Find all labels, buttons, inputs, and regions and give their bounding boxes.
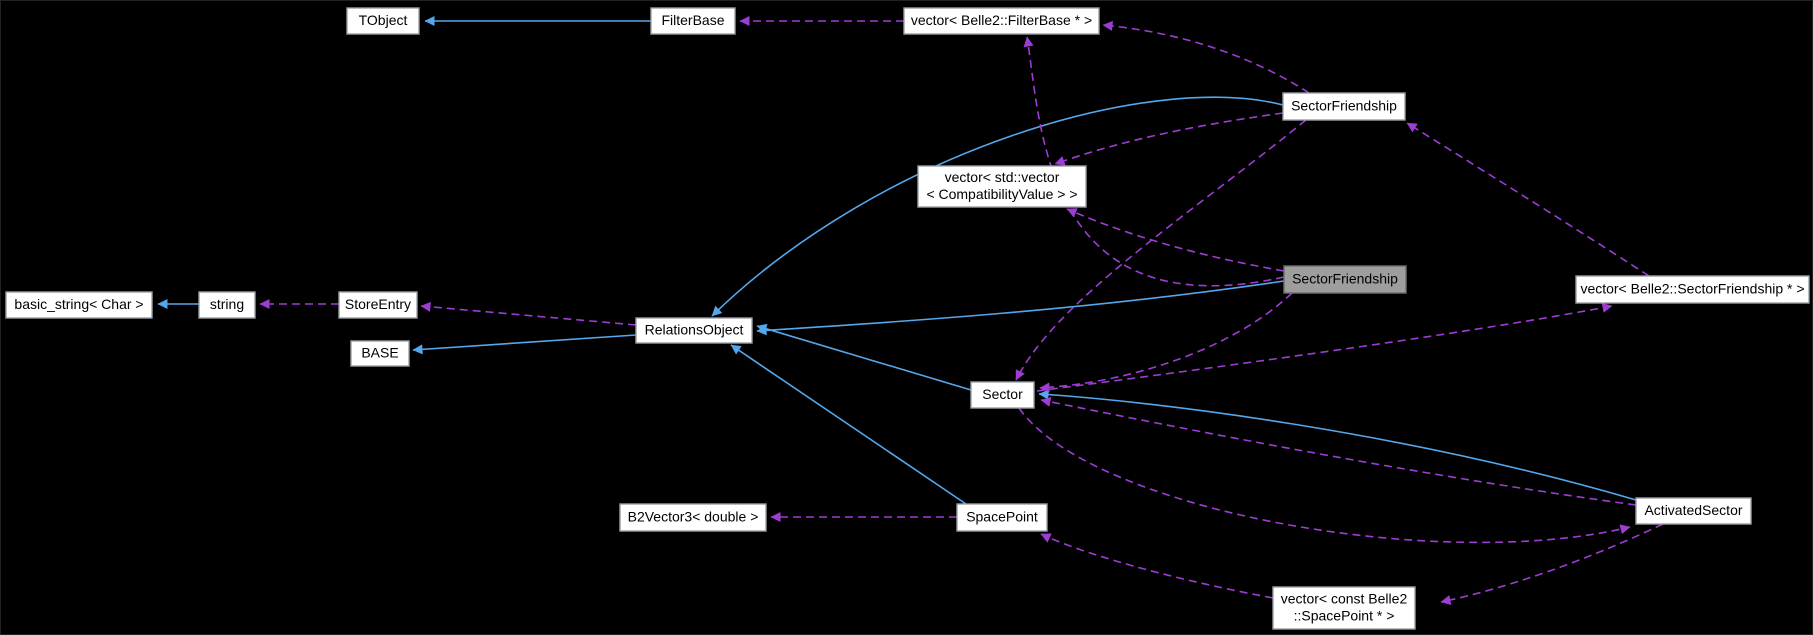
node-box-vec-compatibilityvalue[interactable] — [917, 165, 1087, 208]
node-box-base[interactable] — [350, 340, 410, 367]
node-box-vec-sectorfriendship[interactable] — [1575, 275, 1810, 304]
edge-activatedsector-to-sector — [1038, 389, 1637, 501]
node-sector[interactable]: Sector — [970, 381, 1035, 409]
node-storeentry[interactable]: StoreEntry — [338, 291, 418, 319]
edge-sectorfriendship-main-to-sector — [1039, 292, 1293, 393]
node-vec-filterbase[interactable]: vector< Belle2::FilterBase * > — [903, 7, 1100, 35]
edge-sector-to-vec-sectorfriendship — [1036, 302, 1613, 392]
edge-sector-to-relationsobject — [756, 323, 972, 391]
edge-relationsobject-to-base — [412, 334, 637, 355]
node-box-tobject[interactable] — [346, 7, 420, 35]
node-box-string[interactable] — [198, 291, 256, 319]
edge-spacepoint-to-relationsobject — [730, 344, 967, 505]
node-spacepoint[interactable]: SpacePoint — [956, 503, 1048, 532]
nodes-layer: TObject FilterBase vector< Belle2::FilterB… — [5, 7, 1810, 630]
node-box-storeentry[interactable] — [338, 291, 418, 319]
node-vec-sectorfriendship[interactable]: vector< Belle2::SectorFriendship * > — [1575, 275, 1810, 304]
node-basic-string[interactable]: basic_string< Char > — [5, 291, 153, 319]
edge-vec-spacepoint-to-spacepoint — [1040, 533, 1274, 599]
edge-sectorfriendship-top-to-sector — [1015, 119, 1307, 381]
edge-sectorfriendship-top-to-vec-compatibilityvalue — [1054, 112, 1284, 166]
node-vec-compatibilityvalue[interactable]: vector< std::vector< CompatibilityValue … — [917, 165, 1087, 208]
node-string[interactable]: string — [198, 291, 256, 319]
edge-sectorfriendship-main-to-vec-filterbase — [1023, 36, 1285, 287]
node-b2vector3[interactable]: B2Vector3< double > — [619, 503, 767, 532]
edge-vec-sectorfriendship-to-sectorfriendship-top — [1406, 122, 1650, 277]
node-vec-spacepoint[interactable]: vector< const Belle2::SpacePoint * > — [1272, 586, 1416, 630]
node-box-vec-filterbase[interactable] — [903, 7, 1100, 35]
edges-layer — [157, 16, 1664, 605]
node-box-filterbase[interactable] — [650, 7, 736, 35]
node-box-sector[interactable] — [970, 381, 1035, 409]
edge-activatedsector-to-sector — [1040, 396, 1637, 506]
node-sectorfriendship-main[interactable]: SectorFriendship — [1283, 265, 1407, 294]
node-box-basic-string[interactable] — [5, 291, 153, 319]
edge-sectorfriendship-main-to-vec-compatibilityvalue — [1066, 208, 1285, 272]
node-tobject[interactable]: TObject — [346, 7, 420, 35]
node-box-spacepoint[interactable] — [956, 503, 1048, 532]
node-box-vec-spacepoint[interactable] — [1272, 586, 1416, 630]
node-sectorfriendship-top[interactable]: SectorFriendship — [1282, 92, 1406, 121]
node-relationsobject[interactable]: RelationsObject — [635, 317, 753, 344]
node-box-b2vector3[interactable] — [619, 503, 767, 532]
edge-sector-to-activatedsector — [1018, 407, 1631, 544]
edge-activatedsector-to-vec-spacepoint — [1440, 523, 1664, 605]
node-filterbase[interactable]: FilterBase — [650, 7, 736, 35]
edge-sectorfriendship-main-to-relationsobject — [756, 280, 1285, 336]
node-box-sectorfriendship-main[interactable] — [1283, 265, 1407, 294]
node-activatedsector[interactable]: ActivatedSector — [1635, 497, 1752, 525]
node-base[interactable]: BASE — [350, 340, 410, 367]
edge-relationsobject-to-storeentry — [420, 301, 637, 326]
edge-sectorfriendship-top-to-relationsobject — [711, 96, 1284, 317]
node-box-sectorfriendship-top[interactable] — [1282, 92, 1406, 121]
edge-sectorfriendship-top-to-vec-filterbase — [1102, 20, 1310, 94]
node-box-relationsobject[interactable] — [635, 317, 753, 344]
node-box-activatedsector[interactable] — [1635, 497, 1752, 525]
